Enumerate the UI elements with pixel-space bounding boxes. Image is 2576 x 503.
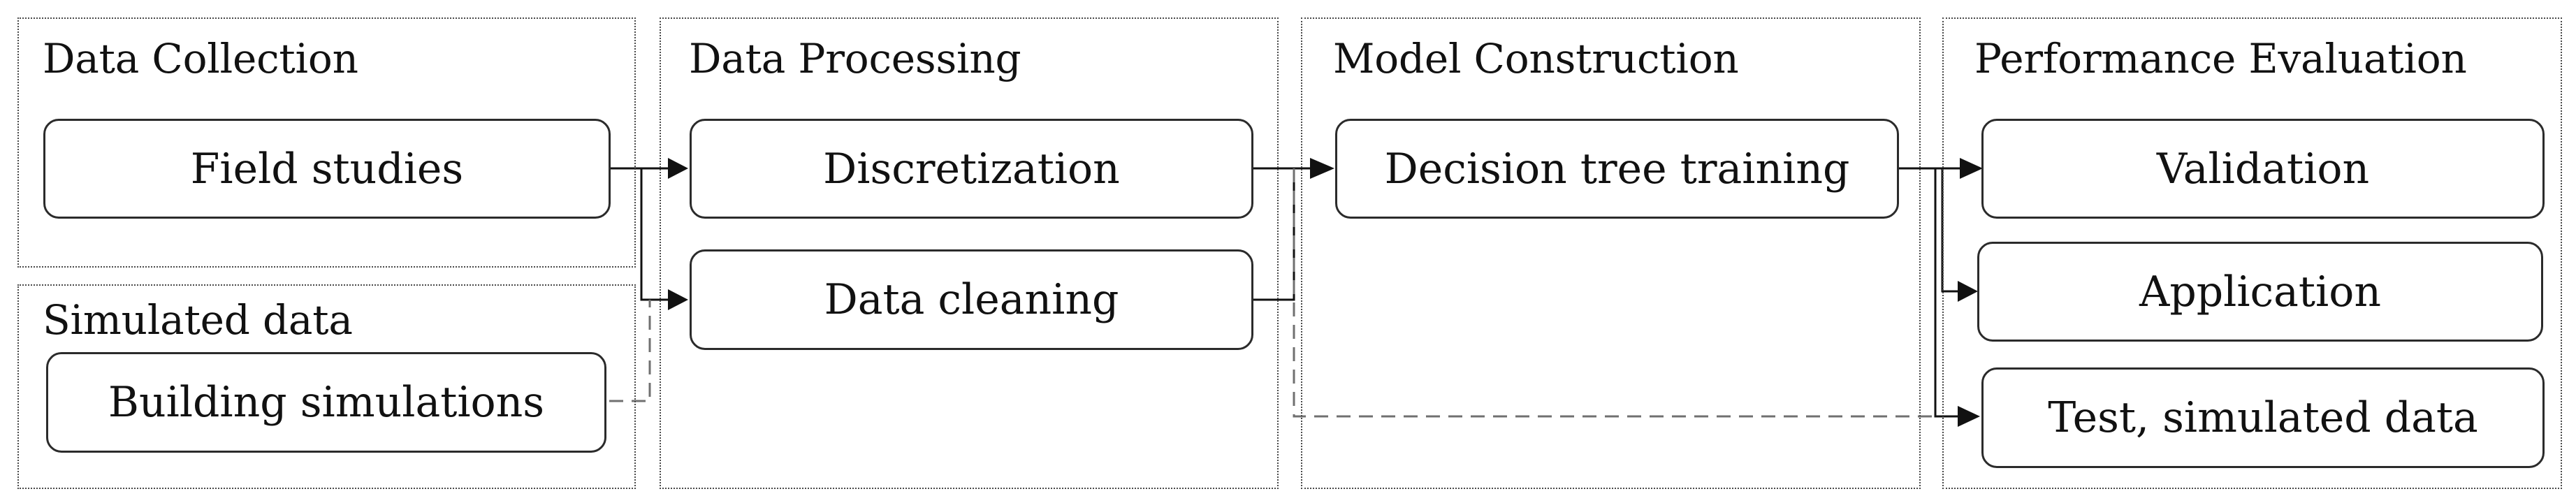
node-label-data-cleaning: Data cleaning (824, 275, 1119, 324)
node-discretization: Discretization (690, 119, 1253, 219)
panel-data-processing: Data Processing (660, 17, 1279, 489)
panel-title-simulated-data: Simulated data (43, 296, 353, 344)
node-label-decision-tree-training: Decision tree training (1384, 144, 1850, 194)
node-test-simulated-data: Test, simulated data (1981, 367, 2545, 468)
node-label-application: Application (2139, 267, 2381, 316)
node-building-simulations: Building simulations (46, 352, 606, 453)
panel-data-collection: Data Collection (17, 17, 636, 268)
node-label-test-simulated-data: Test, simulated data (2048, 393, 2478, 442)
node-decision-tree-training: Decision tree training (1335, 119, 1899, 219)
panel-title-data-processing: Data Processing (689, 35, 1021, 82)
panel-title-data-collection: Data Collection (43, 35, 358, 82)
node-data-cleaning: Data cleaning (690, 249, 1253, 350)
panel-simulated-data: Simulated data (17, 284, 636, 489)
node-label-discretization: Discretization (823, 144, 1120, 194)
node-label-field-studies: Field studies (190, 144, 464, 194)
node-application: Application (1977, 242, 2543, 342)
panel-performance-evaluation: Performance Evaluation (1942, 17, 2562, 489)
node-label-building-simulations: Building simulations (108, 378, 545, 427)
panel-title-performance-evaluation: Performance Evaluation (1974, 35, 2467, 82)
panel-model-construction: Model Construction (1301, 17, 1921, 489)
node-validation: Validation (1981, 119, 2545, 219)
panel-title-model-construction: Model Construction (1333, 35, 1739, 82)
node-field-studies: Field studies (43, 119, 611, 219)
node-label-validation: Validation (2156, 144, 2370, 194)
